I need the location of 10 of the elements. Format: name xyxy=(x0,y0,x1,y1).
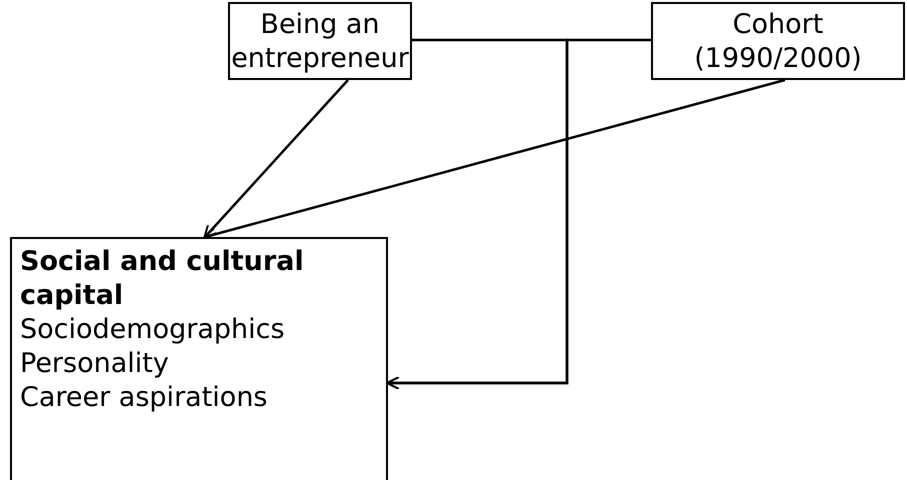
node-text: Career aspirations xyxy=(20,381,268,415)
text-box xyxy=(651,2,905,80)
node-text: Personality xyxy=(20,347,170,381)
arrow xyxy=(203,79,349,239)
node-text: Being an entrepreneur xyxy=(230,8,410,76)
text-box xyxy=(10,237,388,480)
arrow xyxy=(386,38,651,390)
heading: Social and cultural capital xyxy=(20,245,305,313)
node-text: Sociodemographics xyxy=(20,313,286,347)
node-text: Cohort (1990/2000) xyxy=(693,8,863,76)
